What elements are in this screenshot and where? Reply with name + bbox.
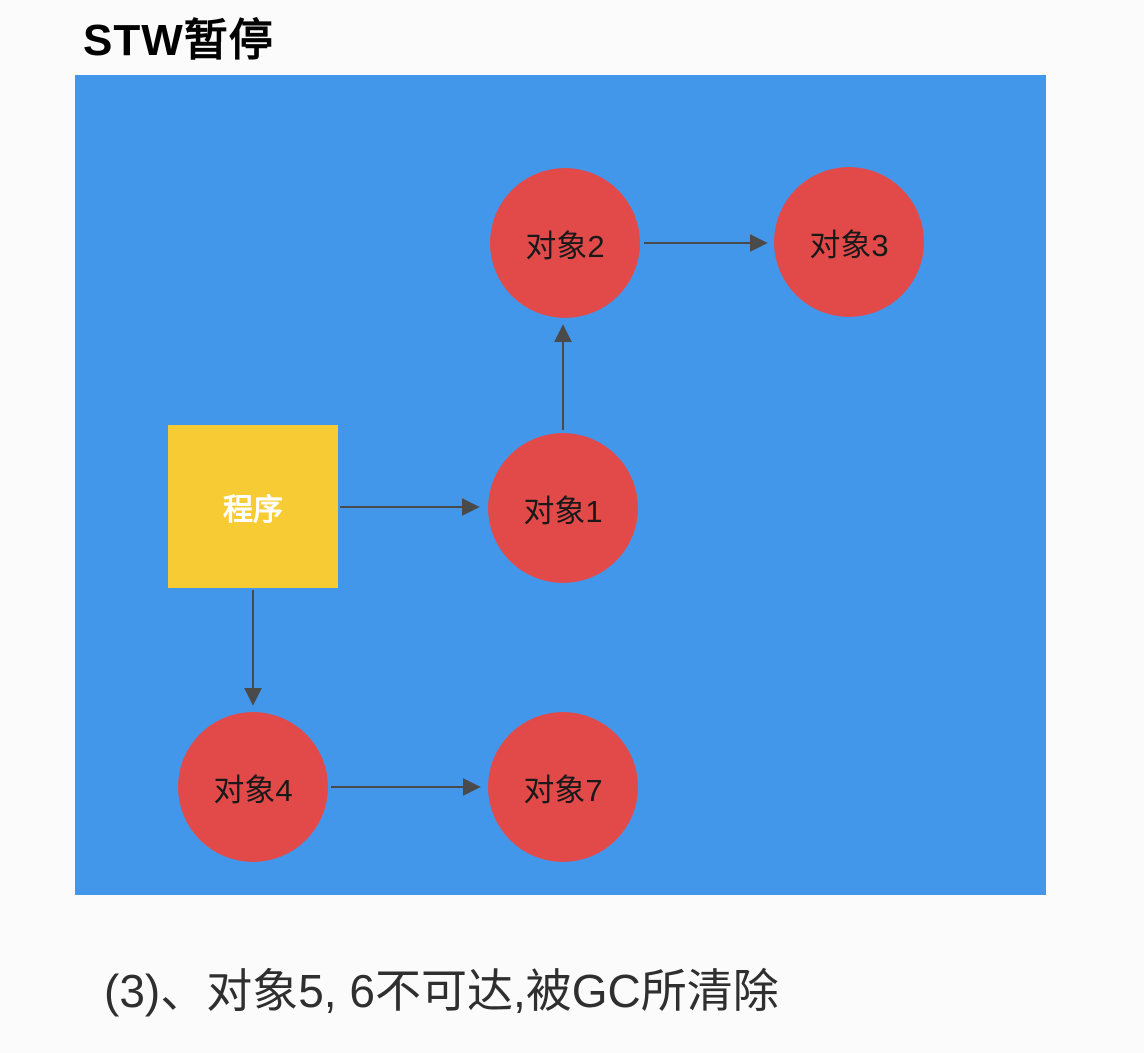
object-node-7: 对象7 xyxy=(488,712,638,862)
object-node-4: 对象4 xyxy=(178,712,328,862)
caption: (3)、对象5, 6不可达,被GC所清除 xyxy=(104,965,779,1017)
object-node-3: 对象3 xyxy=(774,167,924,317)
object-node-2: 对象2 xyxy=(490,168,640,318)
page-title: STW暂停 xyxy=(83,16,274,65)
program-node: 程序 xyxy=(168,425,338,588)
object-node-1: 对象1 xyxy=(488,433,638,583)
